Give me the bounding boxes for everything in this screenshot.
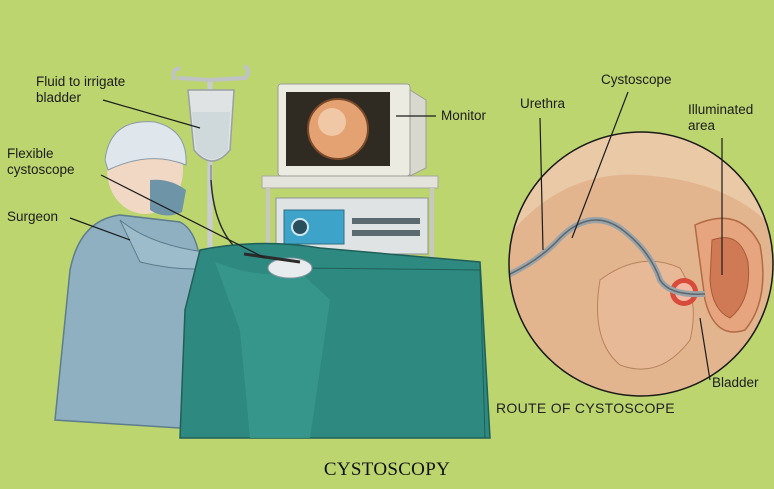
label-surgeon: Surgeon	[7, 209, 58, 225]
label-illuminated-area: Illuminated area	[688, 102, 753, 134]
surgical-drape	[180, 243, 490, 438]
page-title: CYSTOSCOPY	[0, 459, 774, 481]
label-fluid-to-irrigate-bladder: Fluid to irrigate bladder	[36, 74, 125, 106]
label-cystoscope: Cystoscope	[601, 72, 672, 88]
label-monitor: Monitor	[441, 108, 486, 124]
label-fluid-line-2: bladder	[36, 90, 125, 106]
label-illuminated-line-1: Illuminated	[688, 102, 753, 118]
inset-title: ROUTE OF CYSTOSCOPE	[496, 400, 675, 416]
label-illuminated-line-2: area	[688, 118, 753, 134]
label-urethra: Urethra	[520, 96, 565, 112]
fluid-tubing	[211, 180, 240, 252]
label-flexible-cystoscope: Flexible cystoscope	[7, 146, 75, 178]
monitor	[278, 84, 426, 176]
route-inset	[505, 132, 774, 400]
label-bladder: Bladder	[712, 375, 759, 391]
label-flexible-line-1: Flexible	[7, 146, 75, 162]
label-fluid-line-1: Fluid to irrigate	[36, 74, 125, 90]
label-flexible-line-2: cystoscope	[7, 162, 75, 178]
